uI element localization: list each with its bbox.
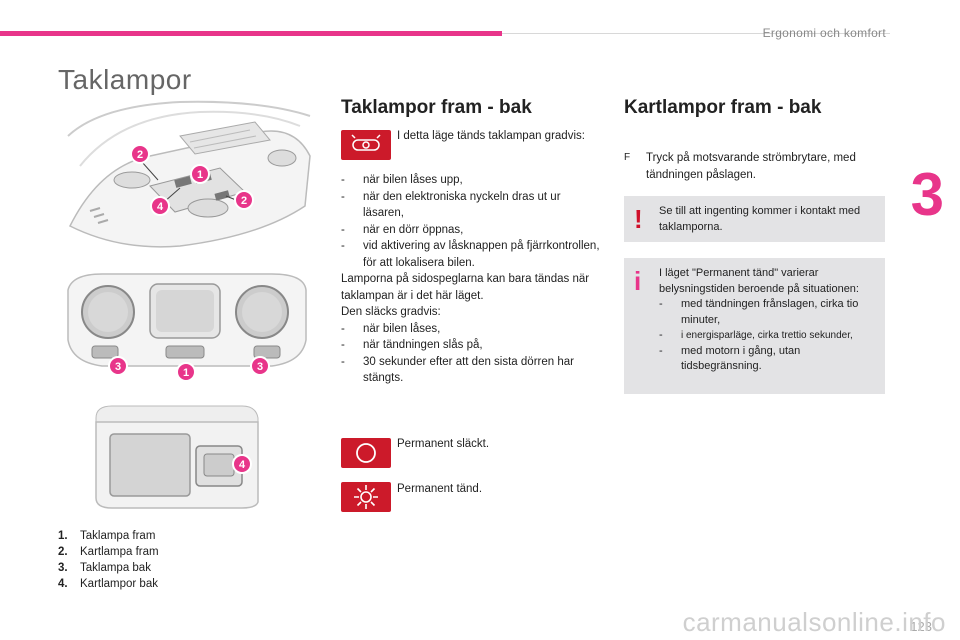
list-item: -med motorn i gång, utan tidsbegränsning…	[659, 344, 801, 373]
chapter-number: 3	[910, 161, 944, 228]
list-item: -när tändningen slås på,	[341, 339, 483, 351]
svg-text:4: 4	[239, 459, 246, 471]
callout-badge: 1	[190, 164, 210, 184]
door-mode-text: I detta läge tänds taklampan gradvis:	[397, 130, 585, 142]
legend-item: 4.Kartlampor bak	[58, 578, 158, 590]
section-title: Ergonomi och komfort	[762, 26, 886, 40]
rear-ceiling-illustration: 3 1 3	[67, 273, 307, 382]
list-item: -när bilen låses upp,	[341, 174, 463, 186]
list-item: -när den elektroniska nyckeln dras ut ur…	[341, 190, 561, 220]
on-mode-icon	[341, 482, 391, 512]
top-divider	[502, 33, 890, 34]
svg-text:4: 4	[157, 201, 164, 213]
page-title: Taklampor	[58, 64, 192, 95]
info-notice: i I läget "Permanent tänd" varierar bely…	[624, 258, 885, 394]
door-mode-icon	[341, 130, 391, 160]
legend-item: 2.Kartlampa fram	[58, 546, 159, 558]
on-mode-text: Permanent tänd.	[397, 483, 483, 495]
callout-badge: 1	[176, 362, 196, 382]
rear-map-lamp-illustration: 4	[95, 405, 259, 509]
svg-text:2: 2	[137, 149, 143, 161]
svg-text:3: 3	[115, 361, 121, 373]
arrow-bullet-icon: F	[624, 152, 631, 163]
list-item: -i energisparläge, cirka trettio sekunde…	[659, 329, 853, 341]
off-mode-icon	[341, 438, 391, 468]
warning-text: Se till att ingenting kommer i kontakt m…	[659, 205, 861, 233]
info-intro: I läget "Permanent tänd" varierar belysn…	[659, 267, 859, 295]
svg-text:2: 2	[241, 195, 247, 207]
info-icon: i	[634, 266, 642, 296]
paragraph: Lamporna på sidospeglarna kan bara tända…	[341, 273, 590, 302]
door-mode-description: -när bilen låses upp, -när den elektroni…	[341, 172, 603, 387]
list-item: -vid aktivering av låsknappen på fjärrko…	[341, 240, 600, 269]
callout-badge: 2	[130, 144, 150, 164]
watermark: carmanualsonline.info	[682, 607, 946, 637]
callout-badge: 3	[250, 356, 270, 376]
paragraph: Den släcks gradvis:	[341, 306, 441, 318]
info-text: I läget "Permanent tänd" varierar belysn…	[659, 266, 877, 375]
callout-badge: 4	[150, 196, 170, 216]
svg-text:1: 1	[183, 367, 189, 379]
ceiling-lamps-heading: Taklampor fram - bak	[341, 97, 532, 118]
svg-text:1: 1	[197, 169, 203, 181]
callout-badge: 2	[234, 190, 254, 210]
page-number: 123	[910, 619, 932, 634]
svg-text:3: 3	[257, 361, 263, 373]
front-ceiling-illustration: 2 1 4 2	[67, 100, 311, 248]
warning-notice: ! Se till att ingenting kommer i kontakt…	[624, 196, 885, 242]
legend-item: 1.Taklampa fram	[58, 530, 156, 542]
off-mode-text: Permanent släckt.	[397, 438, 490, 450]
callout-badge: 3	[108, 356, 128, 376]
illustration-legend: 1.Taklampa fram 2.Kartlampa fram 3.Takla…	[58, 528, 159, 592]
callout-badge: 4	[232, 454, 252, 474]
map-lamps-heading: Kartlampor fram - bak	[624, 97, 822, 118]
list-item: -när en dörr öppnas,	[341, 223, 464, 236]
list-item: -med tändningen frånslagen, cirka tio mi…	[659, 298, 859, 326]
warning-icon: !	[634, 204, 643, 234]
top-accent-bar	[0, 31, 502, 36]
legend-item: 3.Taklampa bak	[58, 562, 151, 574]
list-item: -30 sekunder efter att den sista dörren …	[341, 355, 574, 385]
list-item: -när bilen låses,	[341, 322, 441, 335]
